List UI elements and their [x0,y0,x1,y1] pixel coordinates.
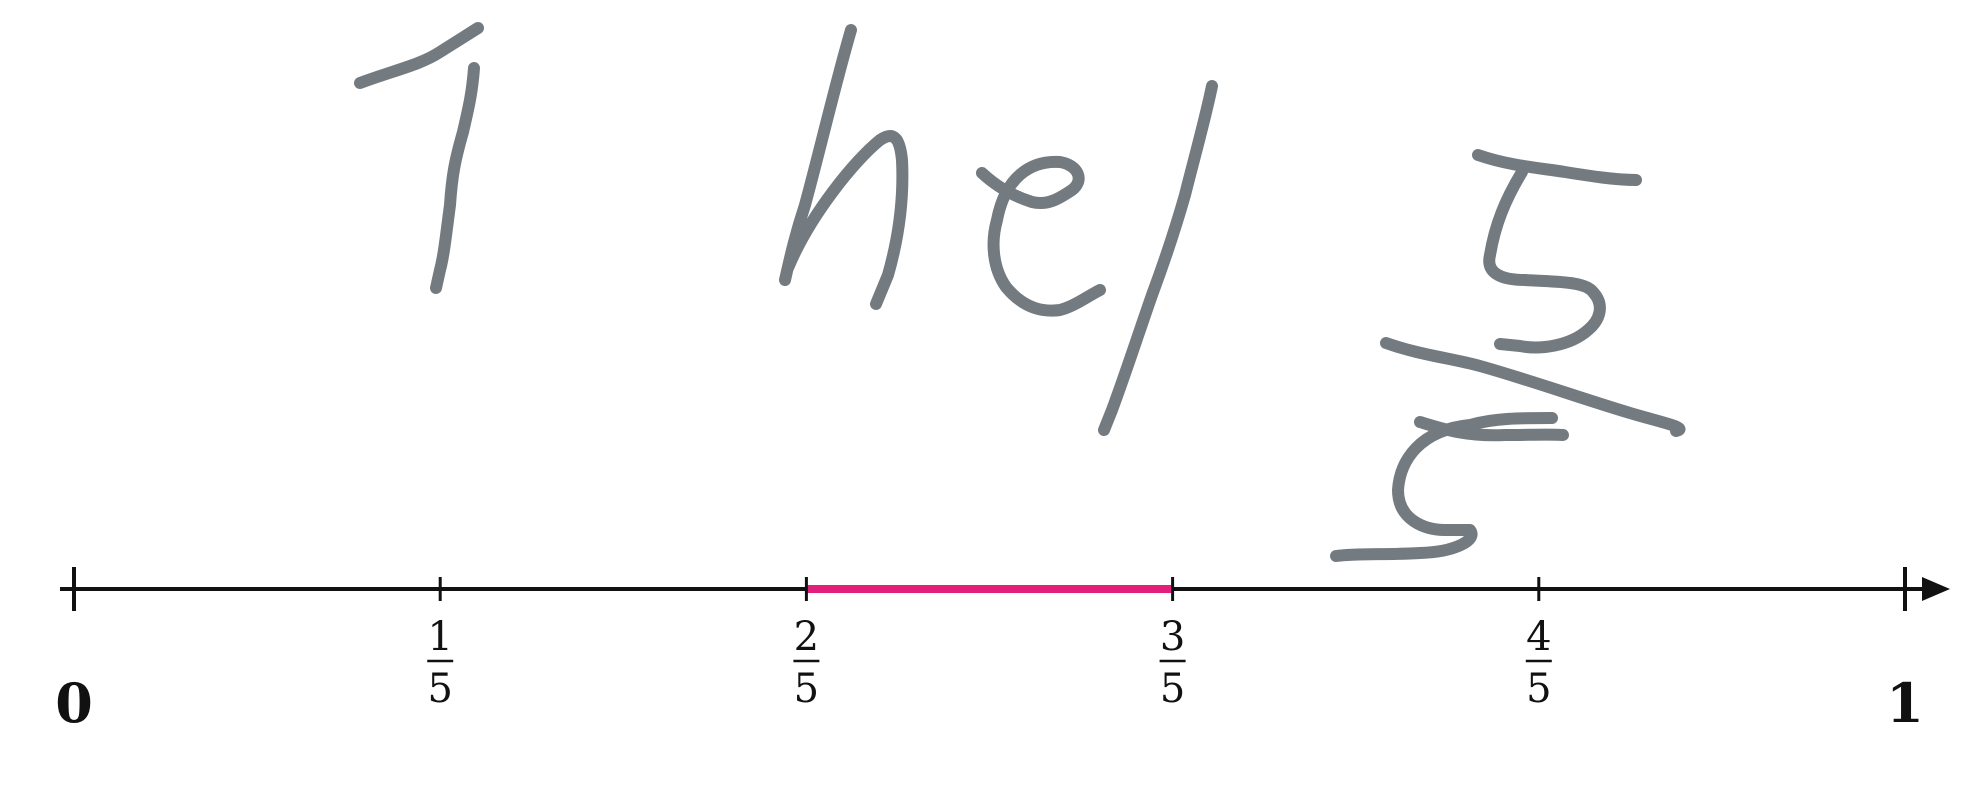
tick-denominator: 5 [1160,666,1185,712]
handwritten-fraction-bar [1380,337,1686,437]
tick-1: 15 [427,577,454,712]
arrow-right-icon [1922,577,1950,601]
tick-3: 35 [1159,577,1186,712]
tick-numerator: 2 [794,614,819,660]
handwritten-five-numerator [1472,149,1642,354]
tick-denominator: 5 [794,666,819,712]
handwritten-one [354,22,484,294]
handwritten-e [976,155,1106,317]
handwritten-h [779,24,909,310]
start-label: 0 [55,671,93,735]
handwritten-slash [1098,80,1218,436]
tick-numerator: 3 [1160,614,1185,660]
tick-2: 25 [793,577,820,712]
tick-numerator: 4 [1526,614,1551,660]
tick-denominator: 5 [427,666,452,712]
tick-numerator: 1 [427,614,452,660]
tick-denominator: 5 [1526,666,1551,712]
handwritten-five-denominator [1330,412,1569,562]
tick-4: 45 [1525,577,1552,712]
end-label: 1 [1886,671,1924,735]
handwritten-annotation [354,22,1686,562]
